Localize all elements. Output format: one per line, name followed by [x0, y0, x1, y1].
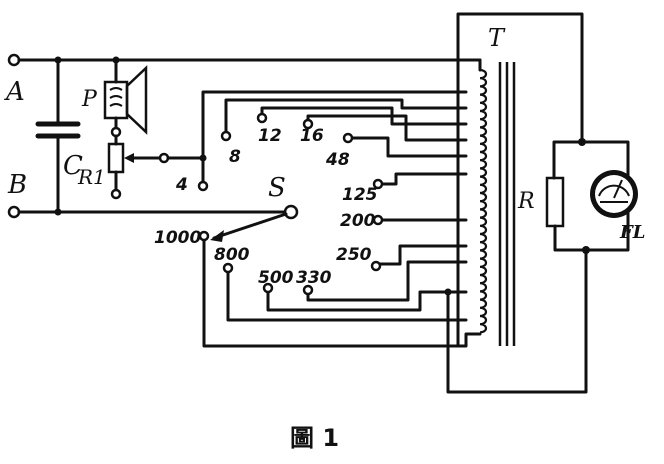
resistor-r1: [107, 134, 162, 200]
tap-125-label: 125: [342, 185, 378, 205]
headphone-p: [103, 56, 148, 138]
label-r1: R1: [77, 165, 106, 189]
tap-4-label: 4: [175, 175, 188, 195]
shunt-resistor: [545, 176, 565, 228]
tap-8-label: 8: [229, 147, 241, 167]
wire-output-top: [456, 12, 584, 348]
wire-output-bottom: [446, 248, 588, 394]
tap-16-label: 16: [300, 126, 324, 146]
tap-1000-label: 1000: [154, 228, 201, 248]
transformer-coil: [479, 68, 488, 334]
meter-block: [545, 138, 638, 254]
tap-leads: [198, 90, 482, 348]
tap-330-label: 330: [296, 268, 332, 288]
figure-caption: 圖 1: [290, 424, 339, 452]
tap-500-label: 500: [258, 268, 294, 288]
switch-s-pivot: [283, 204, 299, 220]
label-c: C: [63, 151, 83, 181]
tap-200-label: 200: [340, 211, 376, 231]
coil-winding: [479, 68, 488, 334]
switch-s-arm: [212, 212, 288, 240]
label-a: A: [4, 77, 25, 107]
tap-48-label: 48: [325, 150, 350, 170]
label-meter: FL: [619, 222, 645, 243]
tap-12-label: 12: [258, 126, 282, 146]
label-r: R: [517, 189, 535, 214]
label-b: B: [7, 170, 27, 200]
label-p: P: [81, 87, 98, 112]
capacitor-c: [35, 56, 81, 216]
label-t: T: [488, 24, 506, 52]
label-s: S: [268, 173, 286, 203]
tap-250-label: 250: [336, 245, 372, 265]
tap-4-terminal: [197, 180, 209, 192]
tap-800-label: 800: [214, 245, 250, 265]
